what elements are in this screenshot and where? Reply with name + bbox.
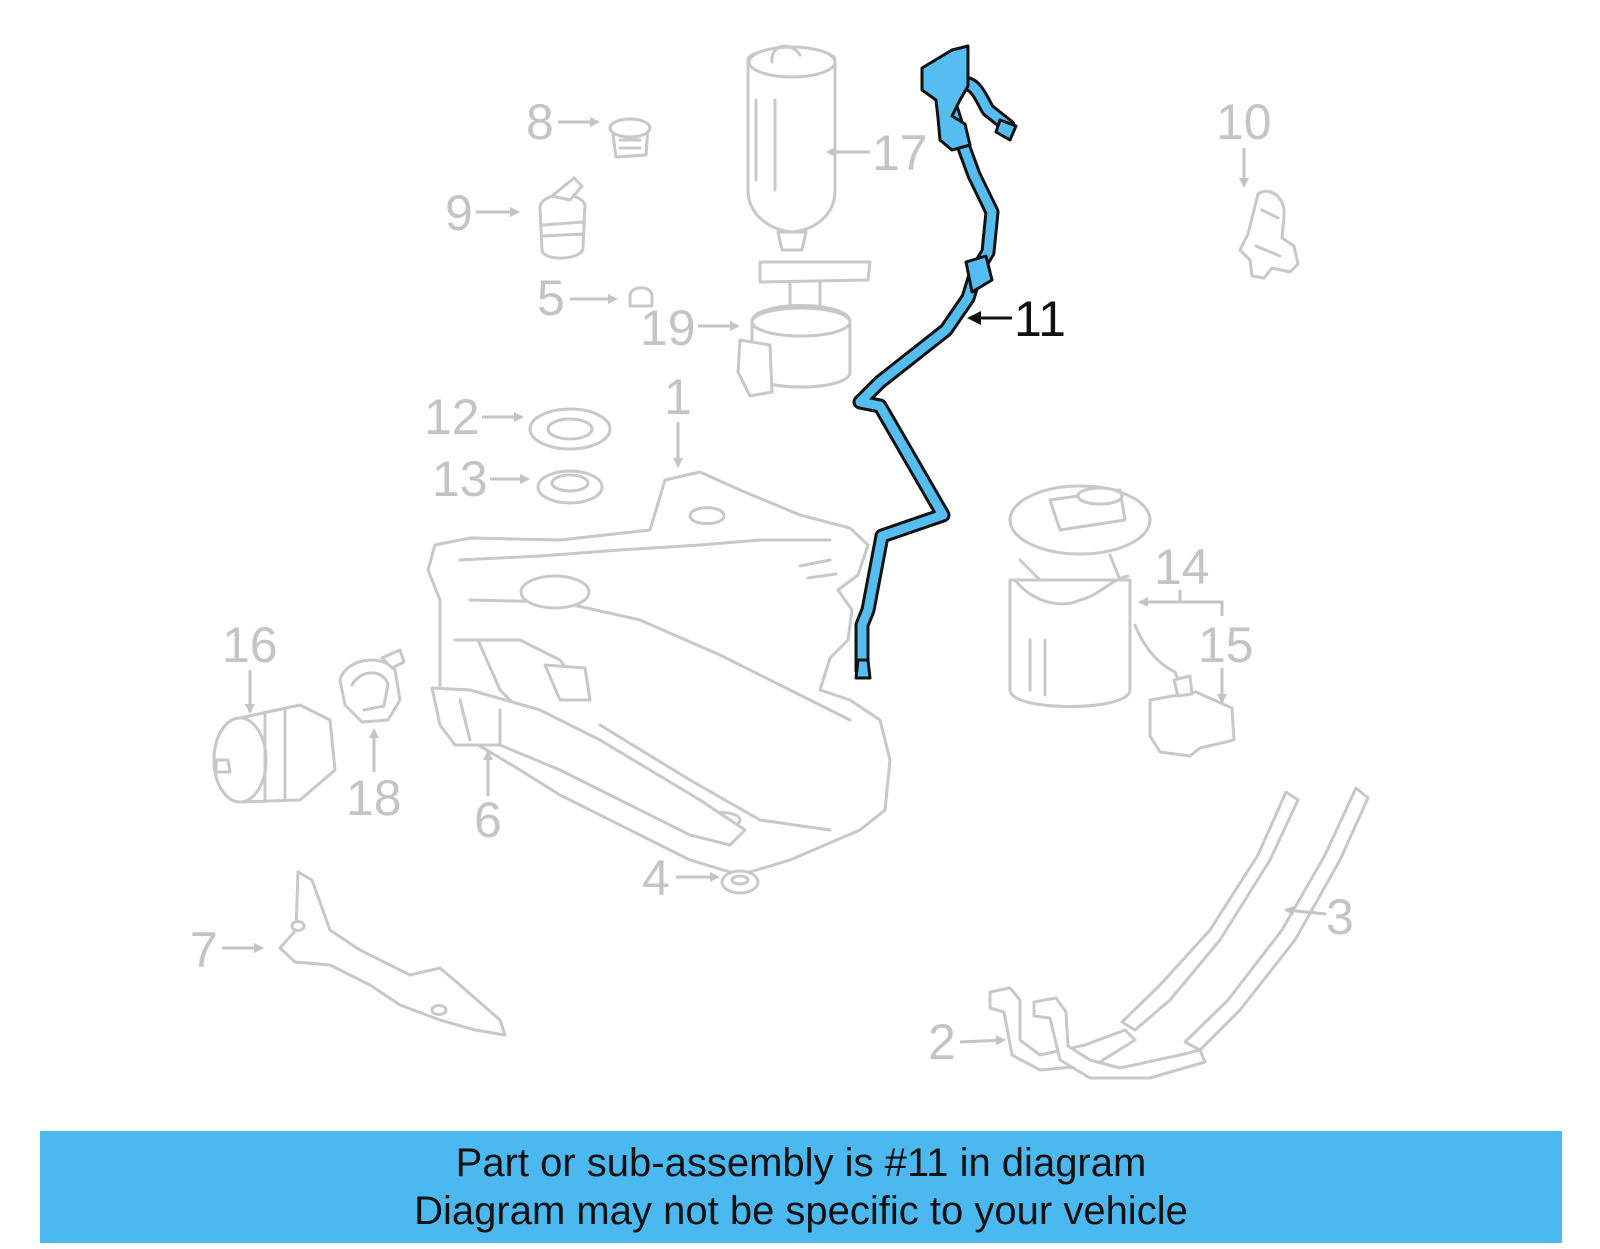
part-12-gasket — [528, 407, 612, 451]
callout-19: 19 — [640, 300, 696, 356]
callout-10: 10 — [1216, 94, 1272, 150]
part-18-filter-clamp — [338, 648, 406, 724]
callout-4: 4 — [642, 850, 670, 906]
part-9-valve — [538, 176, 587, 260]
callout-7: 7 — [190, 922, 218, 978]
callout-15: 15 — [1198, 617, 1254, 673]
callout-1: 1 — [664, 369, 692, 425]
callout-14: 14 — [1154, 539, 1210, 595]
part-8-plug — [608, 117, 652, 159]
part-5-nut — [628, 286, 654, 308]
part-7-bracket — [278, 870, 507, 1037]
part-4-grommet — [720, 869, 760, 895]
leader-14-branch — [1180, 600, 1224, 616]
part-6-heat-shield — [430, 686, 747, 847]
part-13-seal — [536, 469, 604, 505]
callout-9: 9 — [445, 185, 473, 241]
parts-diagram: 8 9 5 17 19 10 11 12 13 1 14 15 16 18 6 … — [190, 44, 1370, 1080]
part-14-fuel-pump — [1008, 484, 1152, 708]
callout-3: 3 — [1326, 889, 1354, 945]
callouts: 8 9 5 17 19 10 11 12 13 1 14 15 16 18 6 … — [190, 94, 1354, 1070]
callout-5: 5 — [537, 270, 565, 326]
part-10-fitting — [1238, 189, 1300, 280]
part-16-inline-filter — [212, 703, 337, 804]
callout-18: 18 — [346, 770, 402, 826]
callout-16: 16 — [222, 617, 278, 673]
leader-3 — [1284, 905, 1327, 916]
callout-13: 13 — [432, 451, 488, 507]
part-2-strap-brackets — [988, 986, 1207, 1080]
callout-6: 6 — [474, 792, 502, 848]
part-17-fuel-filter — [746, 44, 837, 252]
info-banner: Part or sub-assembly is #11 in diagram D… — [40, 1131, 1562, 1243]
callout-2: 2 — [928, 1014, 956, 1070]
callout-17: 17 — [872, 125, 928, 181]
part-19-filter-bracket — [736, 260, 872, 398]
callout-8: 8 — [526, 94, 554, 150]
part-15-level-sender — [1133, 623, 1236, 758]
callout-11: 11 — [1014, 291, 1066, 347]
leader-2 — [959, 1035, 1006, 1046]
part-11-filler-neck — [852, 44, 1018, 680]
banner-line-2: Diagram may not be specific to your vehi… — [414, 1189, 1188, 1233]
banner-line-1: Part or sub-assembly is #11 in diagram — [455, 1141, 1147, 1185]
callout-12: 12 — [424, 389, 480, 445]
